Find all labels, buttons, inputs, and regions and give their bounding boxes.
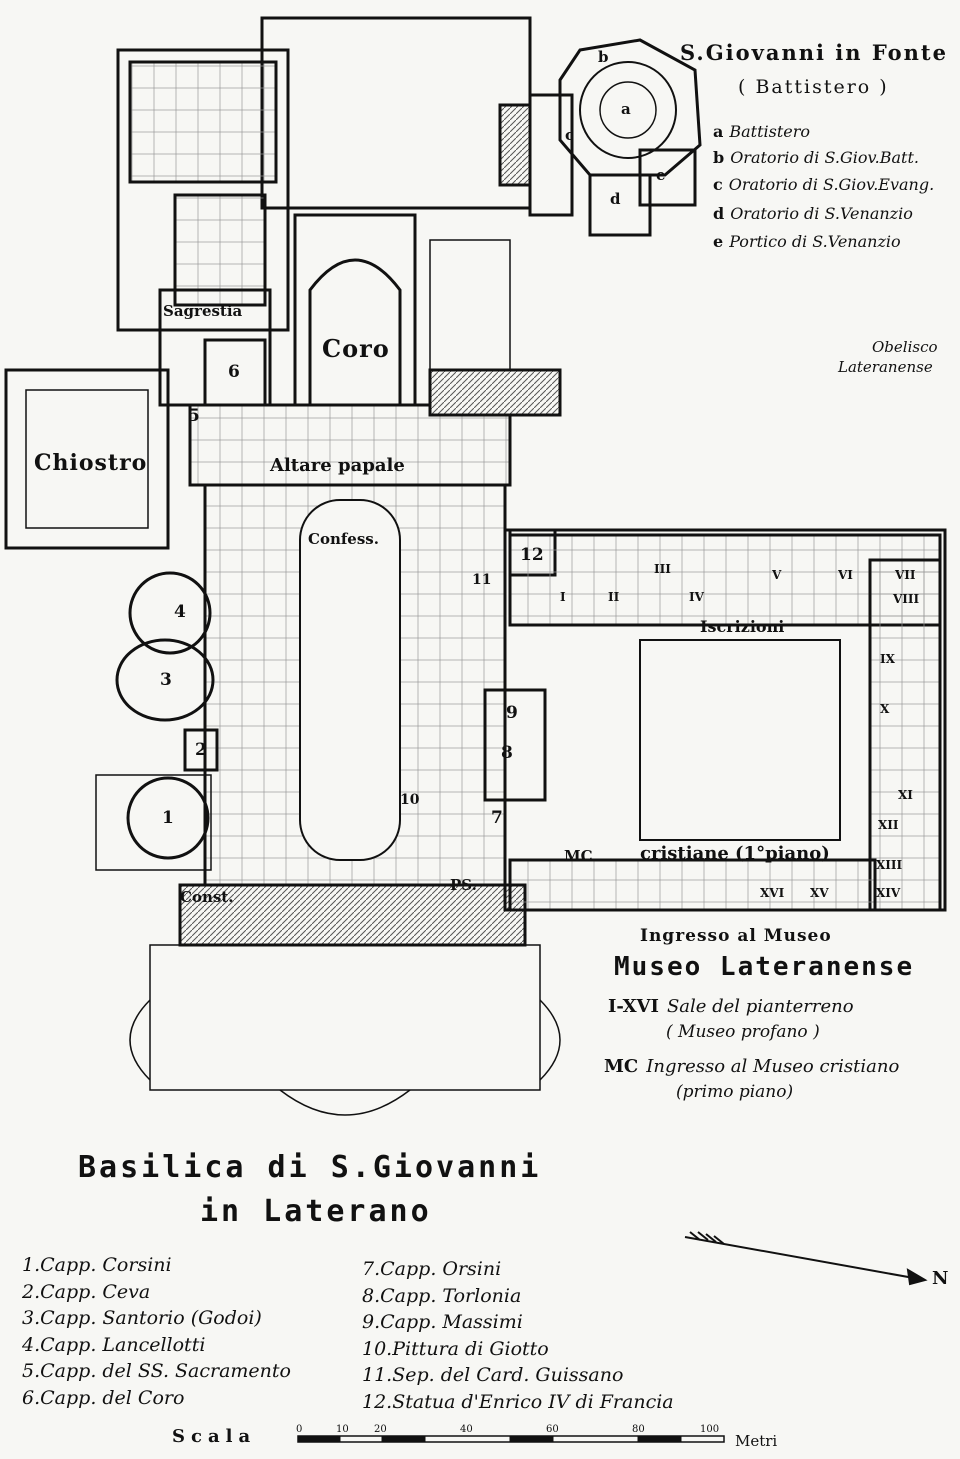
- obelisco-label-2: Lateranense: [838, 358, 933, 376]
- legend-item: 3.Capp. Santorio (Godoi): [22, 1307, 262, 1329]
- legend-item: 9.Capp. Massimi: [362, 1311, 523, 1333]
- baptistery-subtitle: ( Battistero ): [738, 76, 889, 98]
- plan-letter-b: b: [598, 48, 609, 66]
- iscrizioni-label: Iscrizioni: [700, 617, 785, 636]
- museum-room: XVI: [760, 886, 785, 900]
- chapel-number: 7: [491, 808, 503, 828]
- sagrestia-label: Sagrestia: [163, 302, 243, 320]
- museum-room: II: [608, 590, 620, 604]
- legend-item: 8.Capp. Torlonia: [362, 1284, 522, 1307]
- ingresso-label: Ingresso al Museo: [640, 926, 832, 946]
- chapel-number: 10: [400, 792, 420, 808]
- map-title-line-2: in Laterano: [200, 1194, 432, 1229]
- museum-room: XV: [810, 886, 829, 900]
- legend-item: 11.Sep. del Card. Guissano: [362, 1364, 624, 1386]
- legend-right: 7.Capp. Orsini 8.Capp. Torlonia 9.Capp. …: [362, 1256, 674, 1415]
- const-label: Const.: [180, 888, 234, 906]
- museo-title: Museo Lateranense: [614, 952, 915, 982]
- museo-line-2-sub: (primo piano): [676, 1082, 794, 1102]
- legend-item: 12.Statua d'Enrico IV di Francia: [362, 1390, 674, 1413]
- legend-item: 4.Capp. Lancellotti: [22, 1333, 206, 1356]
- scale-bar: [297, 1435, 725, 1443]
- museum-room: VIII: [893, 592, 920, 606]
- chapel-number: 2: [195, 740, 207, 760]
- chapel-number: 3: [160, 670, 172, 690]
- chapel-number: 6: [228, 362, 240, 382]
- chapel-number: 12: [520, 545, 544, 565]
- mc-label: MC: [564, 847, 593, 865]
- obelisco-label: Obelisco: [872, 338, 938, 356]
- legend-item: 7.Capp. Orsini: [362, 1258, 502, 1280]
- museum-room: I: [560, 590, 566, 604]
- scale-tick: 40: [460, 1424, 473, 1435]
- ps-label: PS.: [450, 876, 477, 894]
- legend-left: 1.Capp. Corsini 2.Capp. Ceva 3.Capp. San…: [22, 1252, 291, 1411]
- baptistery-outline: [558, 38, 702, 177]
- chapel-number: 11: [472, 572, 492, 588]
- legend-item: 2.Capp. Ceva: [22, 1280, 151, 1303]
- scale-tick: 20: [374, 1424, 387, 1435]
- museum-room: III: [654, 562, 671, 576]
- legend-item: 1.Capp. Corsini: [22, 1254, 172, 1276]
- chapel-number: 9: [506, 703, 518, 723]
- chapel-number: 4: [174, 602, 186, 622]
- baptistery-title: S.Giovanni in Fonte: [680, 40, 948, 65]
- museum-room: X: [880, 702, 890, 716]
- museum-room: VI: [838, 568, 853, 582]
- altare-label: Altare papale: [270, 455, 405, 476]
- chapel-number: 1: [162, 808, 174, 828]
- museum-room: XI: [898, 788, 913, 802]
- north-label: N: [932, 1268, 949, 1289]
- museum-room: IV: [689, 590, 704, 604]
- scale-tick: 80: [632, 1424, 645, 1435]
- confess-label: Confess.: [308, 530, 379, 548]
- scale-tick: 100: [700, 1424, 720, 1435]
- museum-room: XIII: [876, 858, 903, 872]
- cristiane-label: cristiane (1°piano): [640, 843, 830, 864]
- museum-room: XII: [878, 818, 899, 832]
- legend-item: 5.Capp. del SS. Sacramento: [22, 1360, 291, 1382]
- chiostro-label: Chiostro: [34, 450, 148, 476]
- scale-tick: 10: [336, 1424, 349, 1435]
- chapel-number: 8: [501, 743, 513, 763]
- scale-unit: Metri: [735, 1432, 778, 1450]
- scale-label: Scala: [172, 1426, 257, 1447]
- cloister-outline: [4, 368, 170, 550]
- north-arrow: [684, 1231, 928, 1286]
- upper-courtyard: [260, 16, 532, 210]
- chapel-number: 5: [188, 406, 200, 426]
- museum-room: V: [772, 568, 782, 582]
- plan-letter-a: a: [621, 100, 631, 118]
- museum-room: VII: [895, 568, 916, 582]
- coro-label: Coro: [322, 334, 390, 363]
- plan-letter-c: c: [565, 126, 575, 144]
- museum-room: IX: [880, 652, 895, 666]
- museo-line-1-sub: ( Museo profano ): [666, 1022, 820, 1042]
- legend-item: 10.Pittura di Giotto: [362, 1337, 549, 1360]
- legend-item: 6.Capp. del Coro: [22, 1386, 185, 1409]
- plan-letter-d: d: [610, 190, 621, 208]
- map-title: Basilica di S.Giovanni: [78, 1150, 542, 1185]
- scale-tick: 60: [546, 1424, 559, 1435]
- museum-room: XIV: [876, 886, 901, 900]
- plan-letter-e: e: [656, 166, 666, 184]
- scale-tick: 0: [296, 1424, 303, 1435]
